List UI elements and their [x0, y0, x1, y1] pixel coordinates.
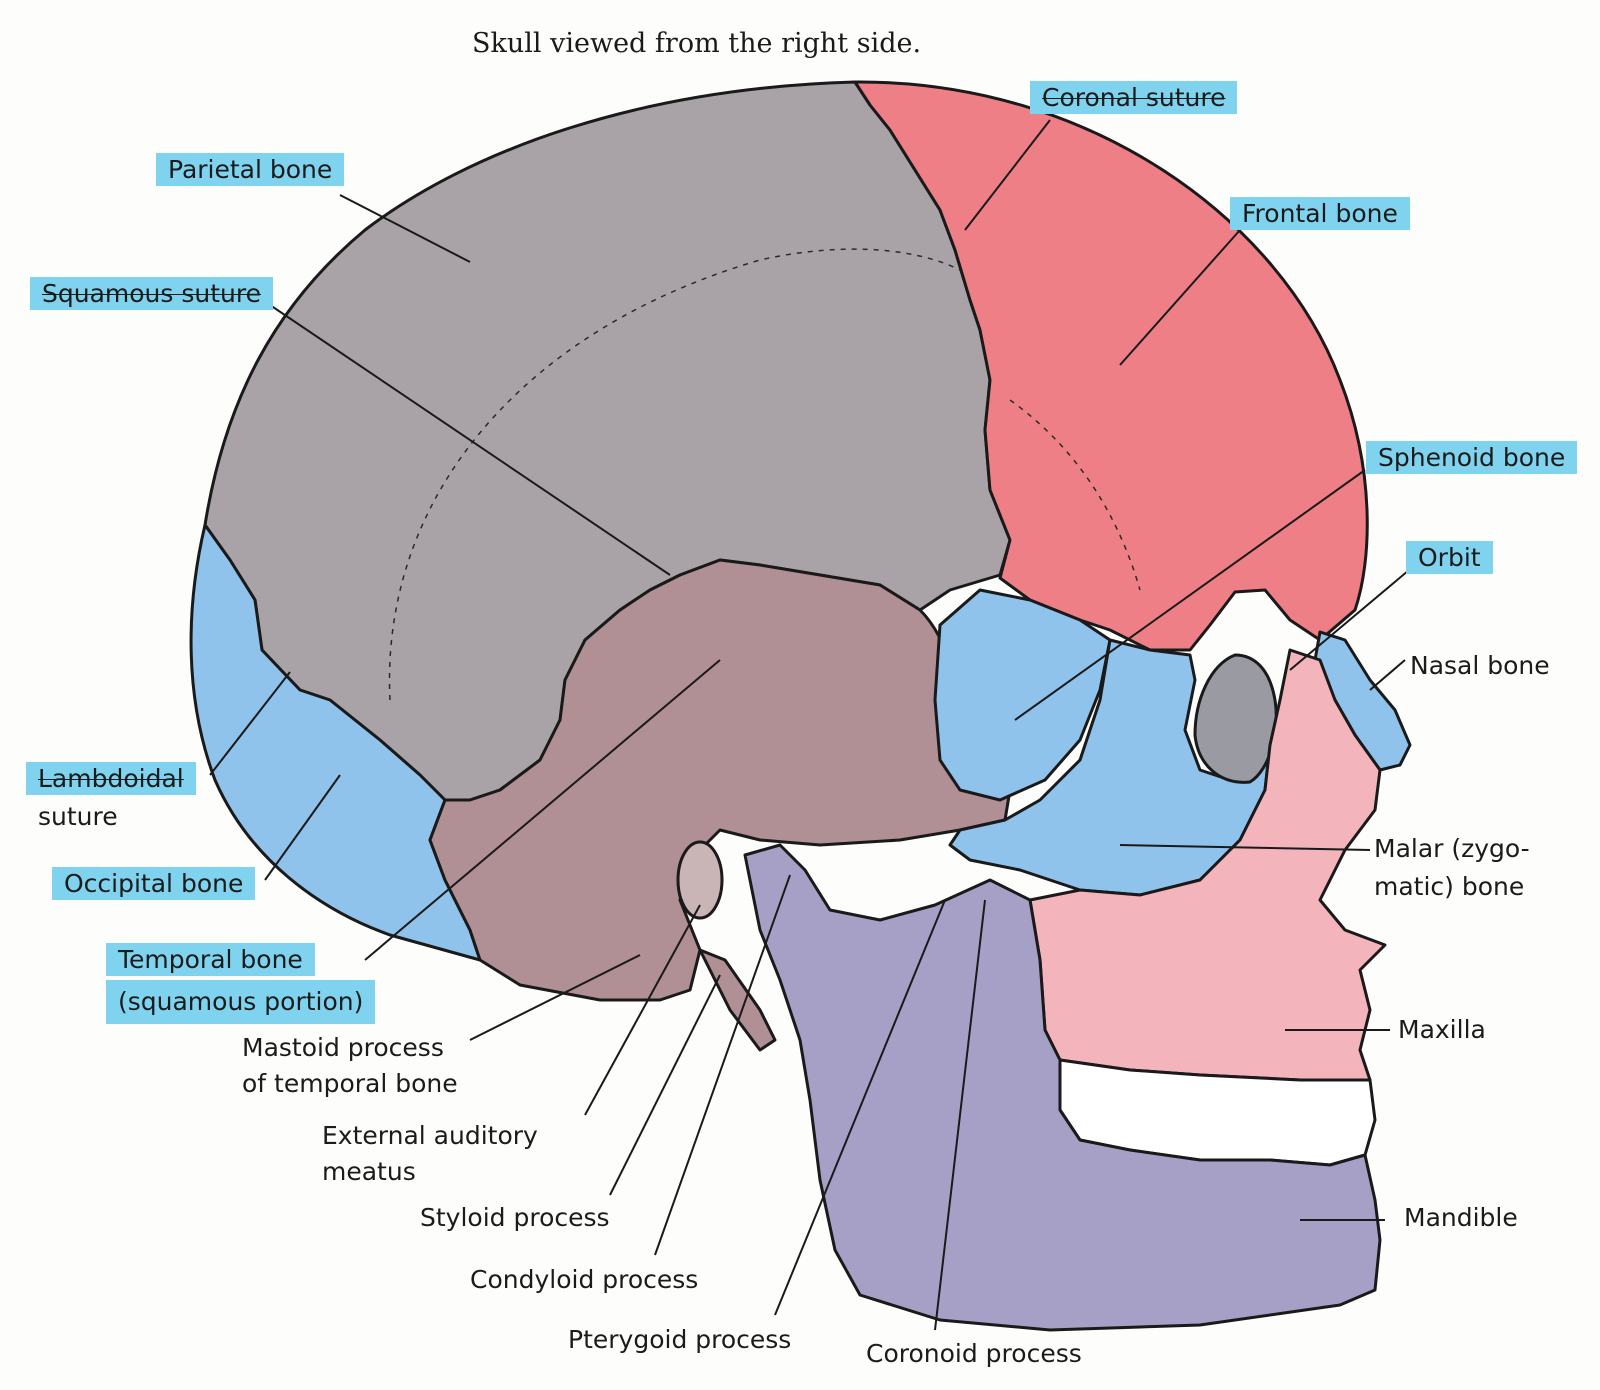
sphenoid-bone-shape	[933, 588, 1112, 802]
label-coronal-suture: Coronal suture	[1030, 80, 1238, 116]
label-frontal-bone: Frontal bone	[1230, 196, 1410, 232]
leader-orbit	[1289, 564, 1416, 671]
leader-lines	[209, 119, 1416, 1331]
auditory-meatus-shape	[676, 840, 724, 920]
label-orbit: Orbit	[1406, 540, 1493, 576]
dashed-contour-2	[1009, 399, 1141, 591]
leader-lambdoidal	[209, 671, 291, 776]
label-maxilla: Maxilla	[1398, 1015, 1486, 1044]
label-styloid-process: Styloid process	[420, 1203, 610, 1232]
leader-squamous	[269, 304, 671, 576]
leader-sphenoid	[1014, 469, 1366, 721]
leader-condyloid	[654, 874, 791, 1256]
mandible-shape	[743, 843, 1382, 1332]
label-coronoid-process: Coronoid process	[866, 1339, 1082, 1368]
leader-pterygoid	[774, 899, 946, 1316]
leader-occipital	[264, 774, 341, 881]
dashed-contour-1	[388, 248, 961, 701]
leader-coronal	[964, 119, 1051, 231]
label-occipital-bone: Occipital bone	[52, 866, 256, 902]
orbit-shape	[1193, 653, 1278, 784]
leader-external	[584, 904, 701, 1116]
leader-temporal	[364, 659, 721, 961]
diagram-title: Skull viewed from the right side.	[472, 28, 922, 59]
label-malar-bone: Malar (zygo-matic) bone	[1374, 834, 1530, 901]
label-squamous-suture: Squamous suture	[30, 276, 273, 312]
label-pterygoid-process: Pterygoid process	[568, 1325, 792, 1354]
label-temporal-bone: Temporal bone(squamous portion)	[106, 940, 376, 1024]
leader-coronoid	[934, 899, 986, 1331]
label-parietal-bone: Parietal bone	[156, 152, 345, 188]
leader-parietal	[339, 194, 471, 263]
leader-mastoid	[469, 954, 641, 1041]
label-condyloid-process: Condyloid process	[470, 1265, 699, 1294]
leader-malar	[1119, 844, 1371, 851]
leader-nasal	[1369, 659, 1406, 691]
label-sphenoid-bone: Sphenoid bone	[1366, 440, 1578, 476]
label-mandible: Mandible	[1404, 1203, 1518, 1232]
parietal-bone-shape	[203, 80, 1012, 802]
leader-styloid	[609, 974, 721, 1196]
label-nasal-bone: Nasal bone	[1410, 651, 1550, 680]
leader-frontal	[1119, 229, 1241, 366]
styloid-shape	[698, 948, 777, 1052]
